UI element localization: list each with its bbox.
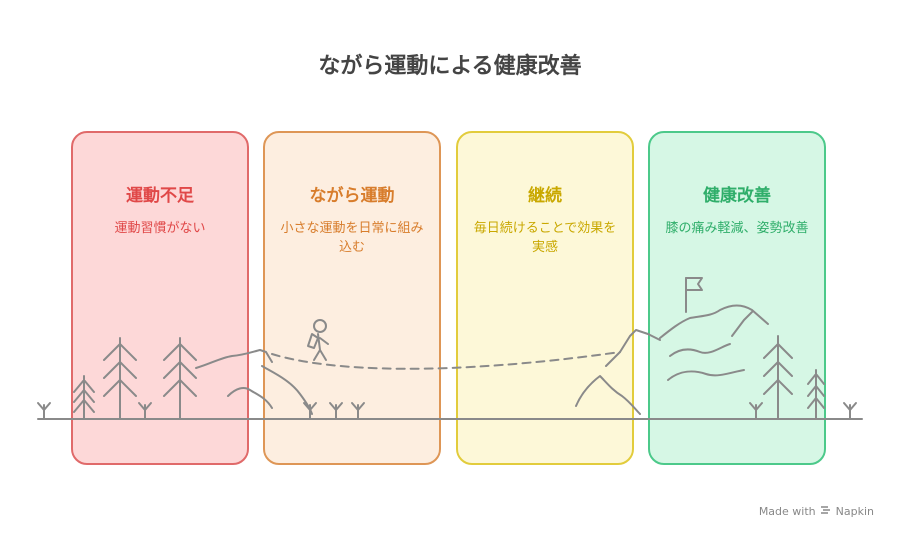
summit-outline: [659, 304, 769, 339]
stage-description: 小さな運動を日常に組み込む: [280, 221, 424, 255]
journey-path: [271, 351, 621, 370]
napkin-logo-icon: [820, 505, 832, 518]
stage-panel-continuation: 継続 毎日続けることで効果を実感: [456, 131, 634, 465]
hill-outline: [195, 349, 273, 369]
stage-description: 毎日続けることで効果を実感: [473, 221, 617, 255]
hill-outline: [227, 387, 273, 409]
pine-tree-icon: [163, 337, 197, 420]
stage-heading: 継続: [528, 186, 562, 206]
hill-outline: [667, 369, 745, 381]
pine-tree-icon: [807, 369, 825, 420]
diagram-title: ながら運動による健康改善: [318, 54, 582, 79]
hill-outline: [261, 365, 313, 415]
stage-heading: 健康改善: [703, 186, 771, 206]
grass-icon: [37, 402, 857, 420]
summit-outline: [731, 311, 753, 337]
stage-panel-health-improvement: 健康改善 膝の痛み軽減、姿勢改善: [648, 131, 826, 465]
mountain-outline: [575, 375, 641, 415]
mountain-outline: [605, 329, 661, 367]
stage-description: 運動習慣がない: [114, 221, 206, 236]
hill-outline: [669, 343, 731, 357]
napkin-watermark: Made with Napkin: [759, 505, 874, 518]
napkin-brand-label: Napkin: [835, 505, 874, 518]
pine-tree-icon: [763, 335, 793, 420]
stage-description: 膝の痛み軽減、姿勢改善: [665, 221, 809, 236]
hiker-icon: [307, 319, 329, 361]
stage-panel-lack-of-exercise: 運動不足 運動習慣がない: [71, 131, 249, 465]
made-with-label: Made with: [758, 505, 816, 518]
pine-tree-icon: [103, 337, 137, 420]
stage-heading: ながら運動: [309, 186, 395, 206]
stage-panel-nagara-exercise: ながら運動 小さな運動を日常に組み込む: [263, 131, 441, 465]
stage-heading: 運動不足: [126, 186, 194, 206]
flag-icon: [685, 277, 703, 313]
pine-tree-icon: [73, 375, 95, 420]
